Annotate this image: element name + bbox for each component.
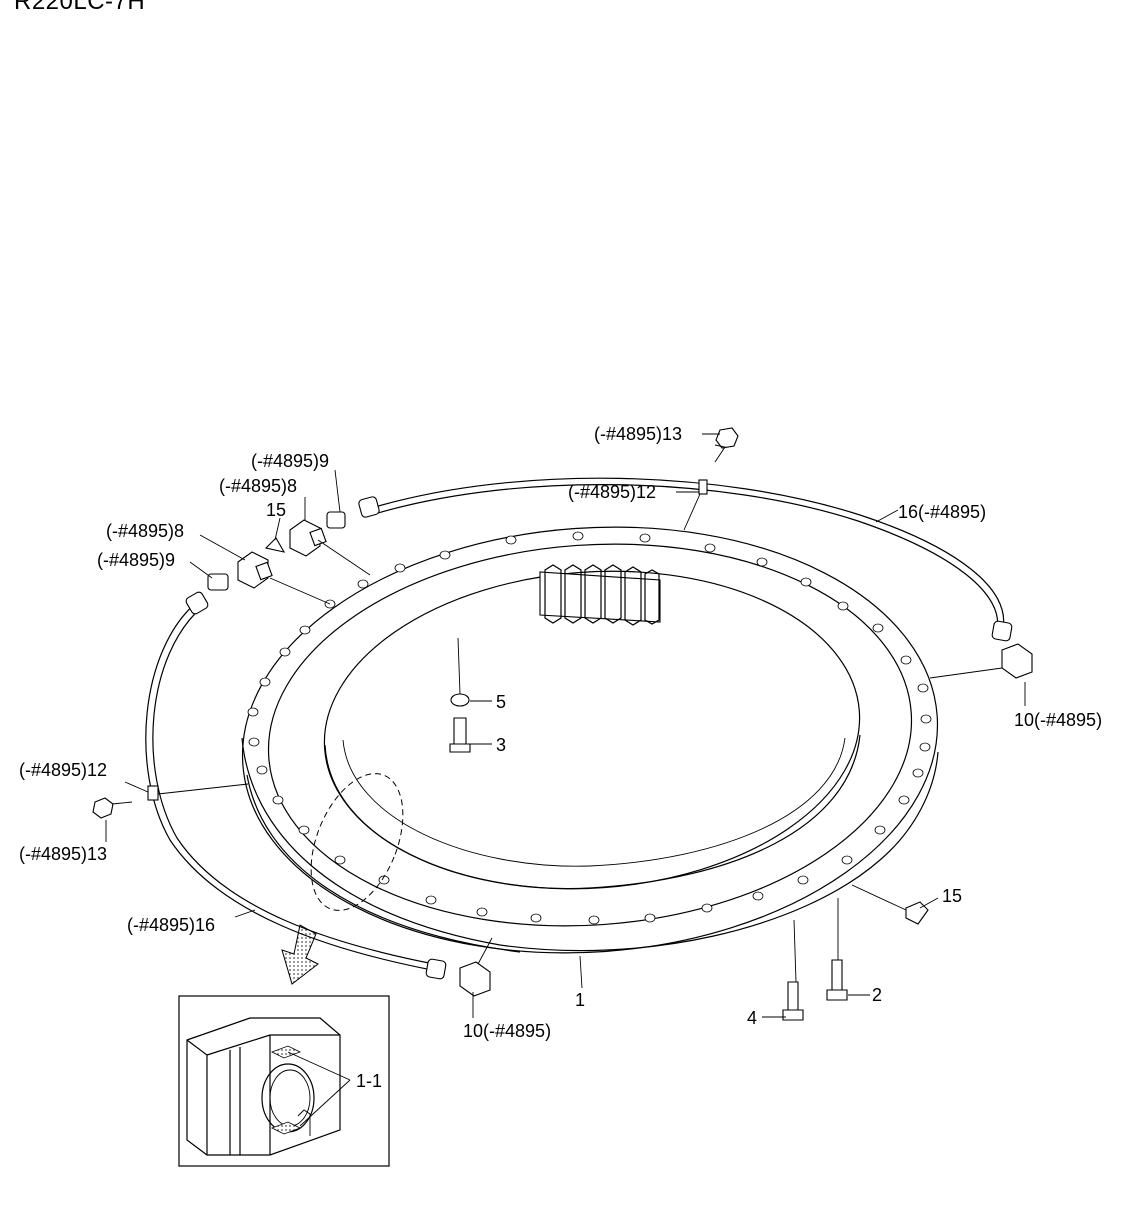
label-part-12-top: (-#4895)12 bbox=[568, 482, 656, 502]
label-part-3: 3 bbox=[496, 735, 506, 755]
label-part-15-upper: 15 bbox=[266, 500, 286, 520]
label-part-1-1: 1-1 bbox=[356, 1071, 382, 1091]
model-title: R220LC-7H bbox=[14, 0, 146, 15]
label-part-13-left: (-#4895)13 bbox=[19, 844, 107, 864]
label-part-8-lower: (-#4895)8 bbox=[106, 521, 184, 541]
detail-view-box bbox=[178, 995, 390, 1167]
leader-lines bbox=[105, 433, 1026, 1018]
label-part-9-upper: (-#4895)9 bbox=[251, 451, 329, 471]
label-part-10-bottom: 10(-#4895) bbox=[463, 1021, 551, 1041]
label-part-8-upper: (-#4895)8 bbox=[219, 476, 297, 496]
bolt-holes bbox=[247, 531, 932, 925]
label-part-13-top: (-#4895)13 bbox=[594, 424, 682, 444]
label-part-9-lower: (-#4895)9 bbox=[97, 550, 175, 570]
grease-hoses bbox=[145, 477, 1013, 980]
label-part-1: 1 bbox=[575, 990, 585, 1010]
detail-arrow-icon bbox=[281, 924, 319, 985]
label-part-4: 4 bbox=[747, 1008, 757, 1028]
label-part-5: 5 bbox=[496, 692, 506, 712]
swing-ring bbox=[241, 526, 939, 985]
label-part-15-right: 15 bbox=[942, 886, 962, 906]
label-part-16-right: 16(-#4895) bbox=[898, 502, 986, 522]
detail-callout-circle bbox=[310, 773, 404, 911]
gear-teeth-section bbox=[539, 564, 661, 626]
label-part-12-left: (-#4895)12 bbox=[19, 760, 107, 780]
label-part-16-left: (-#4895)16 bbox=[127, 915, 215, 935]
label-part-2: 2 bbox=[872, 985, 882, 1005]
label-part-10-right: 10(-#4895) bbox=[1014, 710, 1102, 730]
part-labels: (-#4895)13 (-#4895)12 16(-#4895) 10(-#48… bbox=[19, 424, 1102, 1091]
fittings bbox=[92, 427, 1033, 1021]
